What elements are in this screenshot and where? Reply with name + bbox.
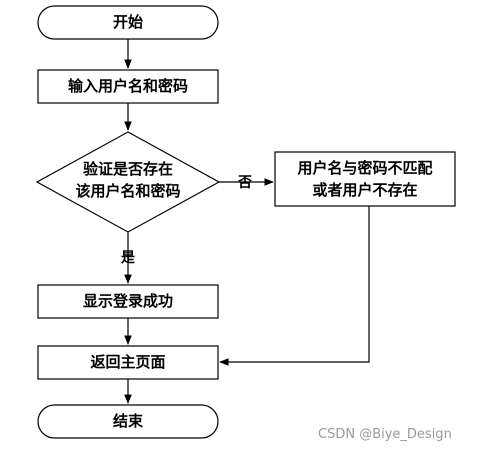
- start-node: 开始: [37, 5, 219, 40]
- success-label: 显示登录成功: [83, 292, 173, 310]
- watermark: CSDN @Biye_Design: [318, 427, 452, 442]
- error-node: 用户名与密码不匹配 或者用户不存在: [274, 151, 456, 207]
- return-home-label: 返回主页面: [90, 353, 165, 371]
- start-label: 开始: [113, 13, 143, 31]
- error-label-line-1: 用户名与密码不匹配: [297, 159, 432, 177]
- verify-decision-node: 验证是否存在 该用户名和密码: [35, 131, 221, 233]
- edge-error-to-return-home: [219, 206, 370, 366]
- yes-label: 是: [121, 250, 136, 266]
- input-label: 输入用户名和密码: [68, 77, 188, 95]
- return-home-node: 返回主页面: [37, 345, 219, 380]
- no-label: 否: [237, 175, 252, 191]
- success-node: 显示登录成功: [37, 284, 219, 319]
- end-node: 结束: [37, 404, 219, 439]
- verify-label-line-2: 该用户名和密码: [75, 182, 180, 200]
- end-label: 结束: [113, 412, 144, 430]
- error-label-line-2: 或者用户不存在: [312, 181, 417, 199]
- input-node: 输入用户名和密码: [37, 69, 219, 104]
- verify-label-line-1: 验证是否存在: [83, 160, 173, 178]
